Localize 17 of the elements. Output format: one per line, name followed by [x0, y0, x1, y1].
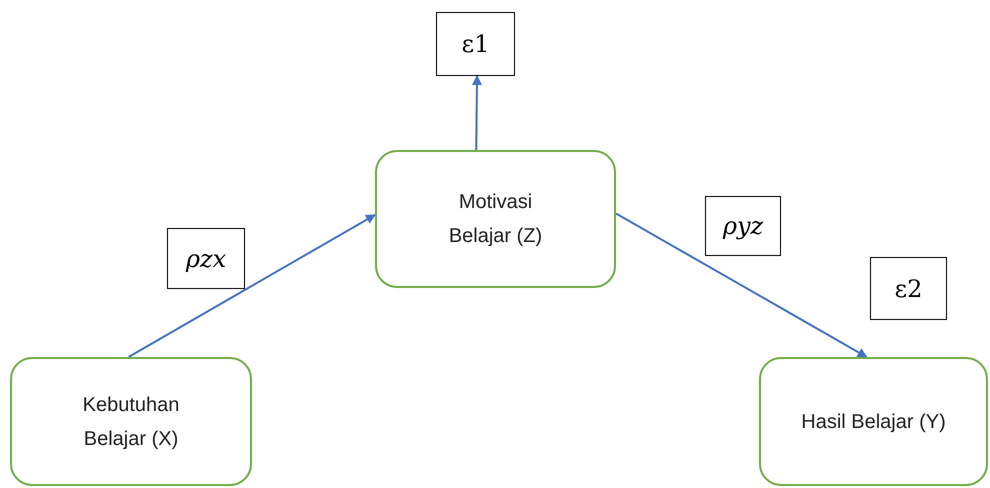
coefficient-box [705, 196, 781, 256]
coefficient-label: ρyz [722, 211, 764, 242]
arrow [616, 212, 868, 358]
coefficient-box [870, 257, 947, 320]
variable-box [375, 150, 616, 288]
variable-box [10, 357, 252, 486]
coefficient-label: ε1 [462, 29, 490, 60]
coefficient-label: ε2 [894, 274, 922, 304]
arrow [128, 214, 376, 358]
variable-box [759, 357, 988, 486]
variable-label: Hasil Belajar (Y) [801, 410, 946, 434]
coefficient-box [167, 228, 245, 289]
variable-label: Motivasi Belajar (Z) [448, 190, 544, 249]
arrow [472, 75, 482, 150]
coefficient-label: ρzx [186, 244, 226, 274]
coefficient-box [436, 12, 515, 76]
variable-label: Kebutuhan Belajar (X) [82, 392, 180, 452]
